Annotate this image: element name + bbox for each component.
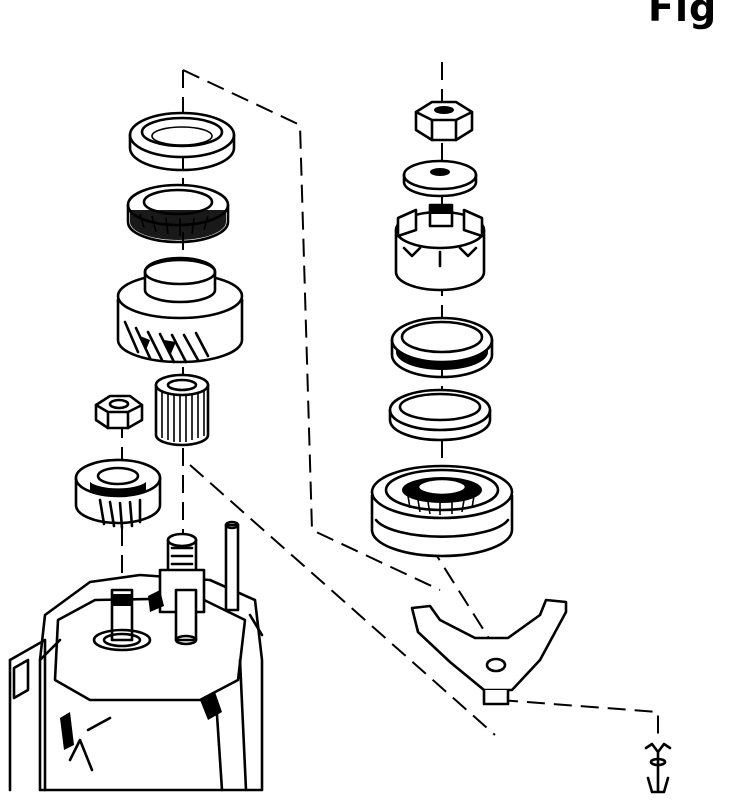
pinion-gear — [116, 256, 244, 364]
hex-nut-left — [94, 394, 144, 430]
thrust-bearing — [126, 183, 230, 244]
forward-gear — [370, 464, 514, 558]
bearing-ring — [390, 316, 494, 379]
castle-nut — [414, 100, 474, 142]
figure-label: Fig — [648, 0, 718, 30]
needle-bearing — [154, 373, 210, 447]
flat-washer — [402, 159, 478, 198]
shim-ring — [388, 388, 492, 442]
thrust-washer — [128, 111, 236, 172]
small-gear — [74, 458, 162, 530]
gearcase-housing — [8, 520, 264, 792]
clutch-dog — [394, 203, 486, 292]
shift-fork — [410, 598, 568, 706]
shift-pin — [644, 742, 672, 794]
